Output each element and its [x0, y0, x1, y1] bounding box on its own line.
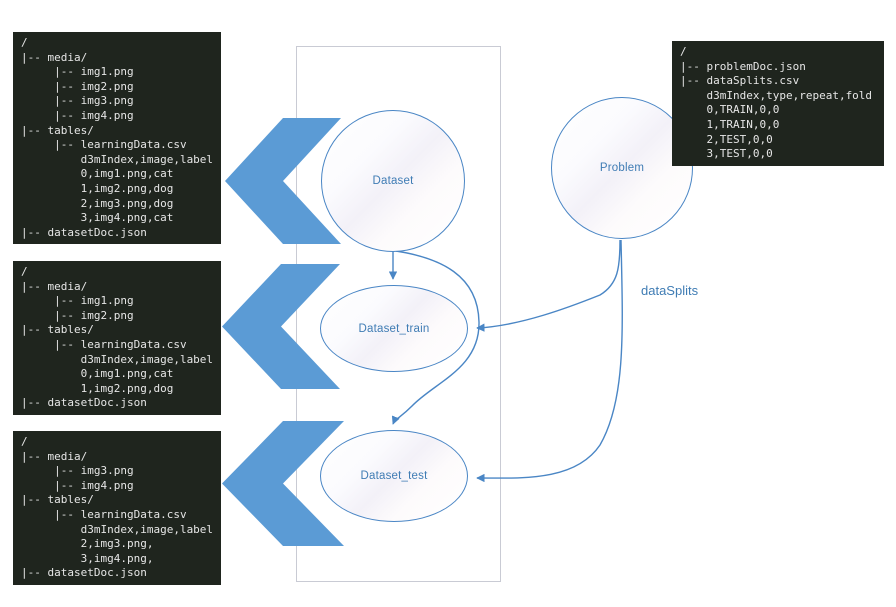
tree-line: 0,img1.png,cat — [21, 167, 174, 181]
problem-tree: /|-- problemDoc.json|-- dataSplits.csv d… — [672, 41, 884, 166]
tree-line: |-- tables/ — [21, 493, 94, 507]
tree-line: d3mIndex,image,label — [21, 522, 214, 536]
tree-line: |-- media/ — [21, 449, 88, 463]
tree-line: |-- img3.png — [21, 464, 134, 478]
node-dataset[interactable]: Dataset — [321, 110, 465, 252]
tree-line: |-- learningData.csv — [21, 138, 187, 152]
node-dataset-test[interactable]: Dataset_test — [320, 430, 468, 522]
tree-line: |-- datasetDoc.json — [21, 566, 147, 580]
edge-label-datasplits: dataSplits — [641, 283, 699, 298]
tree-line: |-- img2.png — [21, 308, 134, 322]
tree-line: |-- tables/ — [21, 323, 94, 337]
chevron-dataset-full — [225, 118, 341, 244]
tree-line: 3,img4.png, — [21, 551, 154, 565]
tree-line: |-- img1.png — [21, 294, 134, 308]
tree-line: |-- img4.png — [21, 108, 134, 122]
tree-line: |-- dataSplits.csv — [680, 74, 800, 88]
tree-line: |-- img4.png — [21, 478, 134, 492]
tree-line: 3,img4.png,cat — [21, 211, 174, 225]
tree-line: |-- img3.png — [21, 94, 134, 108]
tree-line: 0,img1.png,cat — [21, 367, 174, 381]
dataset-train-tree: /|-- media/ |-- img1.png |-- img2.png|--… — [13, 261, 221, 415]
tree-line: 1,img2.png,dog — [21, 381, 174, 395]
tree-line: |-- datasetDoc.json — [21, 396, 147, 410]
node-problem-label: Problem — [599, 162, 645, 174]
tree-line: 2,img3.png,dog — [21, 196, 174, 210]
node-dataset-test-label: Dataset_test — [360, 470, 428, 482]
tree-line: d3mIndex,type,repeat,fold — [680, 88, 873, 102]
node-dataset-train-label: Dataset_train — [358, 322, 430, 335]
tree-line: |-- img2.png — [21, 79, 134, 93]
tree-line: 1,img2.png,dog — [21, 181, 174, 195]
tree-line: 0,TRAIN,0,0 — [680, 103, 780, 117]
tree-line: |-- media/ — [21, 50, 88, 64]
dataset-full-tree: /|-- media/ |-- img1.png |-- img2.png |-… — [13, 32, 221, 245]
tree-line: |-- learningData.csv — [21, 337, 187, 351]
tree-line: |-- media/ — [21, 279, 88, 293]
chevron-dataset-train — [222, 264, 340, 389]
node-problem[interactable]: Problem — [551, 97, 693, 239]
tree-line: d3mIndex,image,label — [21, 152, 214, 166]
tree-line: d3mIndex,image,label — [21, 352, 214, 366]
tree-line: 2,TEST,0,0 — [680, 132, 773, 146]
node-dataset-train[interactable]: Dataset_train — [320, 285, 468, 372]
node-dataset-label: Dataset — [372, 175, 414, 187]
chevron-dataset-test — [222, 421, 344, 546]
tree-line: |-- img1.png — [21, 65, 134, 79]
tree-line: 3,TEST,0,0 — [680, 147, 773, 161]
tree-line: |-- tables/ — [21, 123, 94, 137]
dataset-test-tree: /|-- media/ |-- img3.png |-- img4.png|--… — [13, 431, 221, 585]
tree-line: / — [680, 45, 687, 58]
tree-line: 2,img3.png, — [21, 537, 154, 551]
tree-line: 1,TRAIN,0,0 — [680, 117, 780, 131]
tree-line: |-- learningData.csv — [21, 507, 187, 521]
tree-line: / — [21, 435, 28, 448]
tree-line: |-- datasetDoc.json — [21, 225, 147, 239]
tree-line: / — [21, 265, 28, 278]
tree-line: |-- problemDoc.json — [680, 59, 806, 73]
tree-line: / — [21, 36, 28, 49]
